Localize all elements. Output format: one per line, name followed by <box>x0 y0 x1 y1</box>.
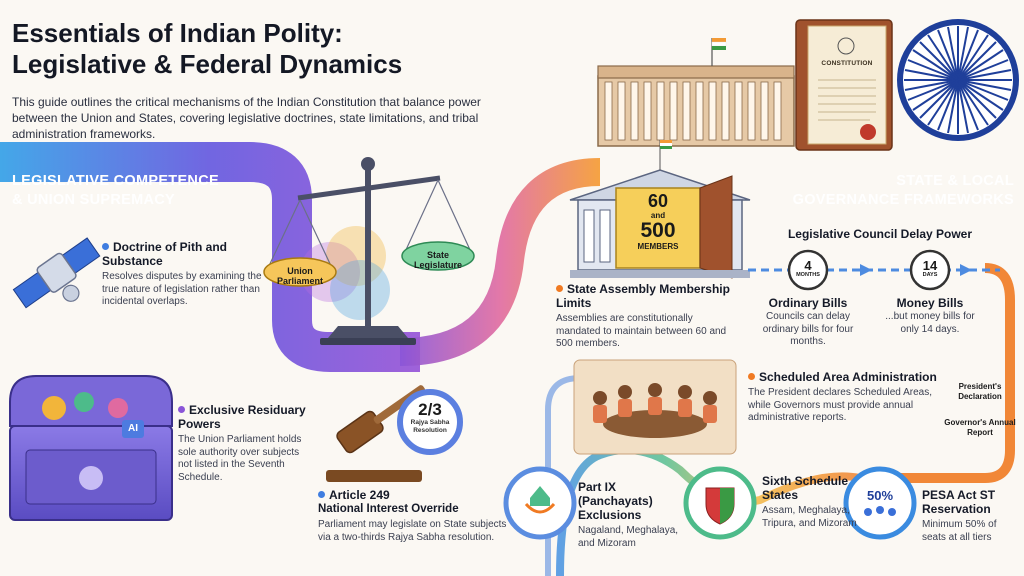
two-thirds-label: Rajya Sabha Resolution <box>410 419 450 434</box>
money-bills-block: Money Bills ...but money bills for only … <box>878 296 982 336</box>
pith-substance-title: Doctrine of Pith and Substance <box>102 240 272 268</box>
right-section-heading: STATE & LOCAL GOVERNANCE FRAMEWORKS <box>714 172 1014 210</box>
assembly-limits-block: State Assembly Membership Limits Assembl… <box>556 282 736 351</box>
bullet-dot-icon <box>556 285 563 292</box>
assembly-and-text: and <box>650 211 666 220</box>
assembly-limits-title: State Assembly Membership Limits <box>556 282 736 310</box>
council-delay-title: Legislative Council Delay Power <box>787 227 973 241</box>
sixth-schedule-title: Sixth Schedule States <box>762 474 849 502</box>
satellite-illustration <box>12 237 101 309</box>
assembly-limits-text: Assemblies are constitutionally mandated… <box>556 313 727 349</box>
state-assembly-building-illustration <box>569 140 751 279</box>
left-section-band <box>0 142 420 372</box>
scheduled-area-title: Scheduled Area Administration <box>748 370 938 384</box>
months-value: 4 <box>804 258 812 273</box>
part-ix-title: Part IX (Panchayats) Exclusions <box>578 480 653 522</box>
state-legislature-pan-label: State Legislature <box>413 250 462 270</box>
days-unit: DAYS <box>922 272 938 278</box>
left-section-heading-line-1: LEGISLATIVE COMPETENCE <box>12 173 219 189</box>
bullet-dot-icon <box>318 491 325 498</box>
assembly-max-members: 500 <box>640 219 676 242</box>
months-unit: MONTHS <box>796 272 820 278</box>
money-bills-text: ...but money bills for only 14 days. <box>885 311 975 335</box>
ashoka-chakra-icon <box>897 19 1019 141</box>
center-flow-ribbon <box>399 158 601 366</box>
article-249-block: Article 249 National Interest Override P… <box>318 488 508 544</box>
intro-paragraph: This guide outlines the critical mechani… <box>12 95 481 141</box>
assembly-members-text: MEMBERS <box>637 242 679 251</box>
pesa-badge-ring <box>843 466 917 540</box>
two-thirds-value: 2/3 <box>418 400 442 419</box>
scheduled-area-block: Scheduled Area Administration The Presid… <box>748 370 938 425</box>
presidents-declaration-tag: President's Declaration <box>958 382 1002 401</box>
page-title-line-2: Legislative & Federal Dynamics <box>12 49 403 79</box>
bottom-flow-ribbon <box>556 446 861 576</box>
tribal-council-illustration <box>573 359 737 455</box>
residuary-powers-text: The Union Parliament holds sole authorit… <box>178 434 302 483</box>
two-thirds-badge-ring <box>397 389 463 455</box>
right-section-heading-line-2: GOVERNANCE FRAMEWORKS <box>792 192 1014 208</box>
assembly-membership-sign: 60 and 500 MEMBERS <box>616 192 700 252</box>
days-clock-icon <box>909 249 951 291</box>
months-clock-icon <box>787 249 829 291</box>
bullet-dot-icon <box>178 406 185 413</box>
constitution-label: CONSTITUTION <box>821 60 873 67</box>
part-ix-text: Nagaland, Meghalaya, and Mizoram <box>578 525 679 549</box>
pith-substance-title-text: Doctrine of Pith and Substance <box>102 240 227 268</box>
right-section-heading-line-1: STATE & LOCAL <box>896 173 1014 189</box>
governors-report-tag: Governor's Annual Report <box>944 418 1016 437</box>
article-249-text: Parliament may legislate on State subjec… <box>318 519 507 543</box>
ai-chip-icon: AI <box>128 423 138 434</box>
treasure-chest-illustration <box>9 375 173 521</box>
article-249-title-text: Article 249 <box>329 488 390 502</box>
pesa-title: PESA Act ST Reservation <box>922 488 996 516</box>
ordinary-bills-block: Ordinary Bills Councils can delay ordina… <box>756 296 860 349</box>
scheduled-area-text: The President declares Scheduled Areas, … <box>748 387 932 423</box>
right-vertical-flow <box>900 263 1015 483</box>
pesa-block: PESA Act ST Reservation Minimum 50% of s… <box>922 488 1022 544</box>
assembly-limits-title-text: State Assembly Membership Limits <box>556 282 730 310</box>
assembly-min-members: 60 <box>647 191 669 211</box>
scheduled-area-title-text: Scheduled Area Administration <box>759 370 937 384</box>
months-clock-face: 4 MONTHS <box>790 259 826 278</box>
residuary-powers-title-text: Exclusive Residuary Powers <box>178 403 306 431</box>
parliament-building-illustration <box>597 38 795 147</box>
days-clock-face: 14 DAYS <box>912 259 948 278</box>
pesa-percent-badge: 50% <box>866 488 894 503</box>
residuary-powers-title: Exclusive Residuary Powers <box>178 403 312 431</box>
ordinary-bills-text: Councils can delay ordinary bills for fo… <box>762 311 854 347</box>
two-thirds-badge: 2/3 Rajya Sabha Resolution <box>400 400 460 434</box>
article-249-subtitle: National Interest Override <box>318 503 459 515</box>
pith-substance-text: Resolves disputes by examining the true … <box>102 271 262 307</box>
part-ix-block: Part IX (Panchayats) Exclusions Nagaland… <box>578 480 688 550</box>
days-value: 14 <box>922 258 938 273</box>
pesa-text: Minimum 50% of seats at all tiers <box>922 519 997 543</box>
bullet-dot-icon <box>102 243 109 250</box>
article-249-title: Article 249 <box>318 488 508 502</box>
ordinary-bills-title: Ordinary Bills <box>768 296 848 310</box>
sixth-schedule-block: Sixth Schedule States Assam, Meghalaya, … <box>762 474 858 530</box>
sixth-schedule-text: Assam, Meghalaya, Tripura, and Mizoram <box>762 505 857 529</box>
money-bills-title: Money Bills <box>896 296 964 310</box>
scale-of-justice-illustration <box>263 157 475 345</box>
residuary-powers-block: Exclusive Residuary Powers The Union Par… <box>178 403 312 484</box>
union-parliament-pan-label: Union Parliament <box>276 266 324 286</box>
constitution-book-illustration <box>795 19 893 151</box>
pith-substance-block: Doctrine of Pith and Substance Resolves … <box>102 240 272 309</box>
left-section-heading: LEGISLATIVE COMPETENCE & UNION SUPREMACY <box>12 172 292 210</box>
left-section-heading-line-2: & UNION SUPREMACY <box>12 192 175 208</box>
page-title: Essentials of Indian Polity: Legislative… <box>12 18 572 80</box>
page-title-line-1: Essentials of Indian Polity: <box>12 18 343 48</box>
bullet-dot-icon <box>748 373 755 380</box>
